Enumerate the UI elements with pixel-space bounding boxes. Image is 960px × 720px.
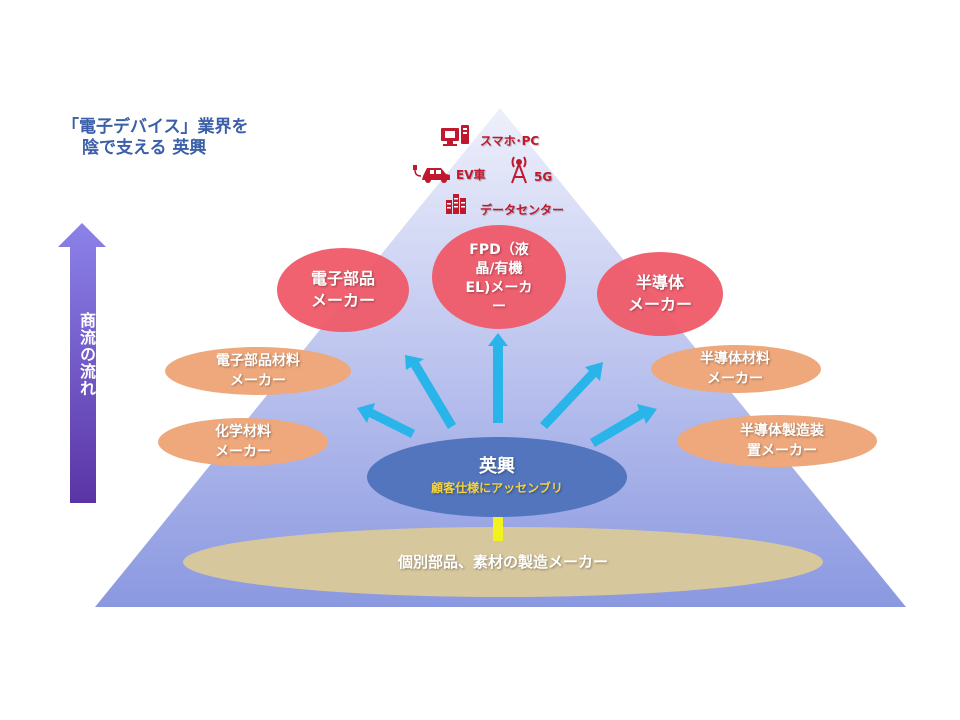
oval-fpd [432, 225, 566, 329]
arrow-to-parts-materials [405, 355, 456, 429]
oval-chemical [158, 418, 328, 466]
eiko-oval [367, 437, 627, 517]
oval-semiconductor [597, 252, 723, 336]
label-smartphone-pc: スマホ･PC [480, 134, 540, 148]
text-fpd: FPD（液晶/有機 EL)メーカー [439, 239, 559, 319]
page-title: 「電子デバイス」業界を陰で支える 英興 [62, 117, 249, 159]
oval-semi-materials [651, 345, 821, 393]
title-line-2: 陰で支える 英興 [82, 138, 207, 158]
oval-parts-materials [165, 347, 351, 395]
arrow-to-fpd [488, 333, 508, 423]
eiko-name: 英興 [479, 456, 515, 477]
text-chemical: 化学材料メーカー [168, 420, 318, 464]
flow-label: 商流の流れ [77, 312, 96, 397]
text-semiconductor: 半導体メーカー [600, 266, 720, 322]
text-electronic-parts: 電子部品メーカー [283, 262, 403, 318]
text-parts-materials: 電子部品材料メーカー [178, 349, 338, 393]
electronic-parts-line-2: メーカー [310, 291, 375, 310]
chemical-line-2: メーカー [215, 444, 271, 460]
oval-electronic-parts [277, 248, 409, 332]
eiko-sub: 顧客仕様にアッセンブリ [431, 481, 563, 495]
arrow-to-semi-equipment [590, 404, 657, 447]
computer-icon [441, 125, 469, 146]
base-oval [183, 527, 823, 597]
fpd-line-2: 晶/有機 [475, 261, 523, 277]
label-5g: 5G [534, 170, 553, 184]
title-line-1: 「電子デバイス」業界を [62, 117, 249, 137]
semi-equipment-line-2: 置メーカー [747, 443, 817, 459]
arrow-to-semi-materials [540, 362, 603, 429]
car-icon [413, 165, 450, 183]
antenna-icon [511, 156, 527, 184]
semi-materials-line-2: メーカー [707, 371, 763, 387]
oval-semi-equipment [677, 415, 877, 467]
fpd-line-1: FPD（液 [469, 242, 529, 258]
semiconductor-line-2: メーカー [627, 295, 692, 314]
text-semi-materials: 半導体材料メーカー [660, 347, 810, 391]
fpd-line-3: EL)メーカ [465, 280, 533, 296]
label-datacenter: データセンター [480, 203, 565, 217]
parts-materials-line-1: 電子部品材料 [216, 353, 300, 369]
semi-equipment-line-1: 半導体製造装 [740, 423, 824, 439]
semi-materials-line-1: 半導体材料 [700, 351, 770, 367]
semiconductor-line-1: 半導体 [635, 273, 684, 292]
eiko-box: 英興 顧客仕様にアッセンブリ [397, 450, 597, 502]
label-ev: EV車 [456, 168, 486, 182]
parts-materials-line-2: メーカー [230, 373, 286, 389]
text-semi-equipment: 半導体製造装置メーカー [697, 419, 867, 463]
chemical-line-1: 化学材料 [215, 424, 271, 440]
flow-arrow [58, 223, 106, 503]
blue-arrows [357, 333, 657, 447]
arrow-to-chemical [357, 403, 415, 438]
datacenter-icon [446, 194, 466, 214]
fpd-line-4: ー [491, 299, 506, 315]
base-label: 個別部品、素材の製造メーカー [397, 553, 608, 571]
electronic-parts-line-1: 電子部品 [310, 269, 375, 288]
